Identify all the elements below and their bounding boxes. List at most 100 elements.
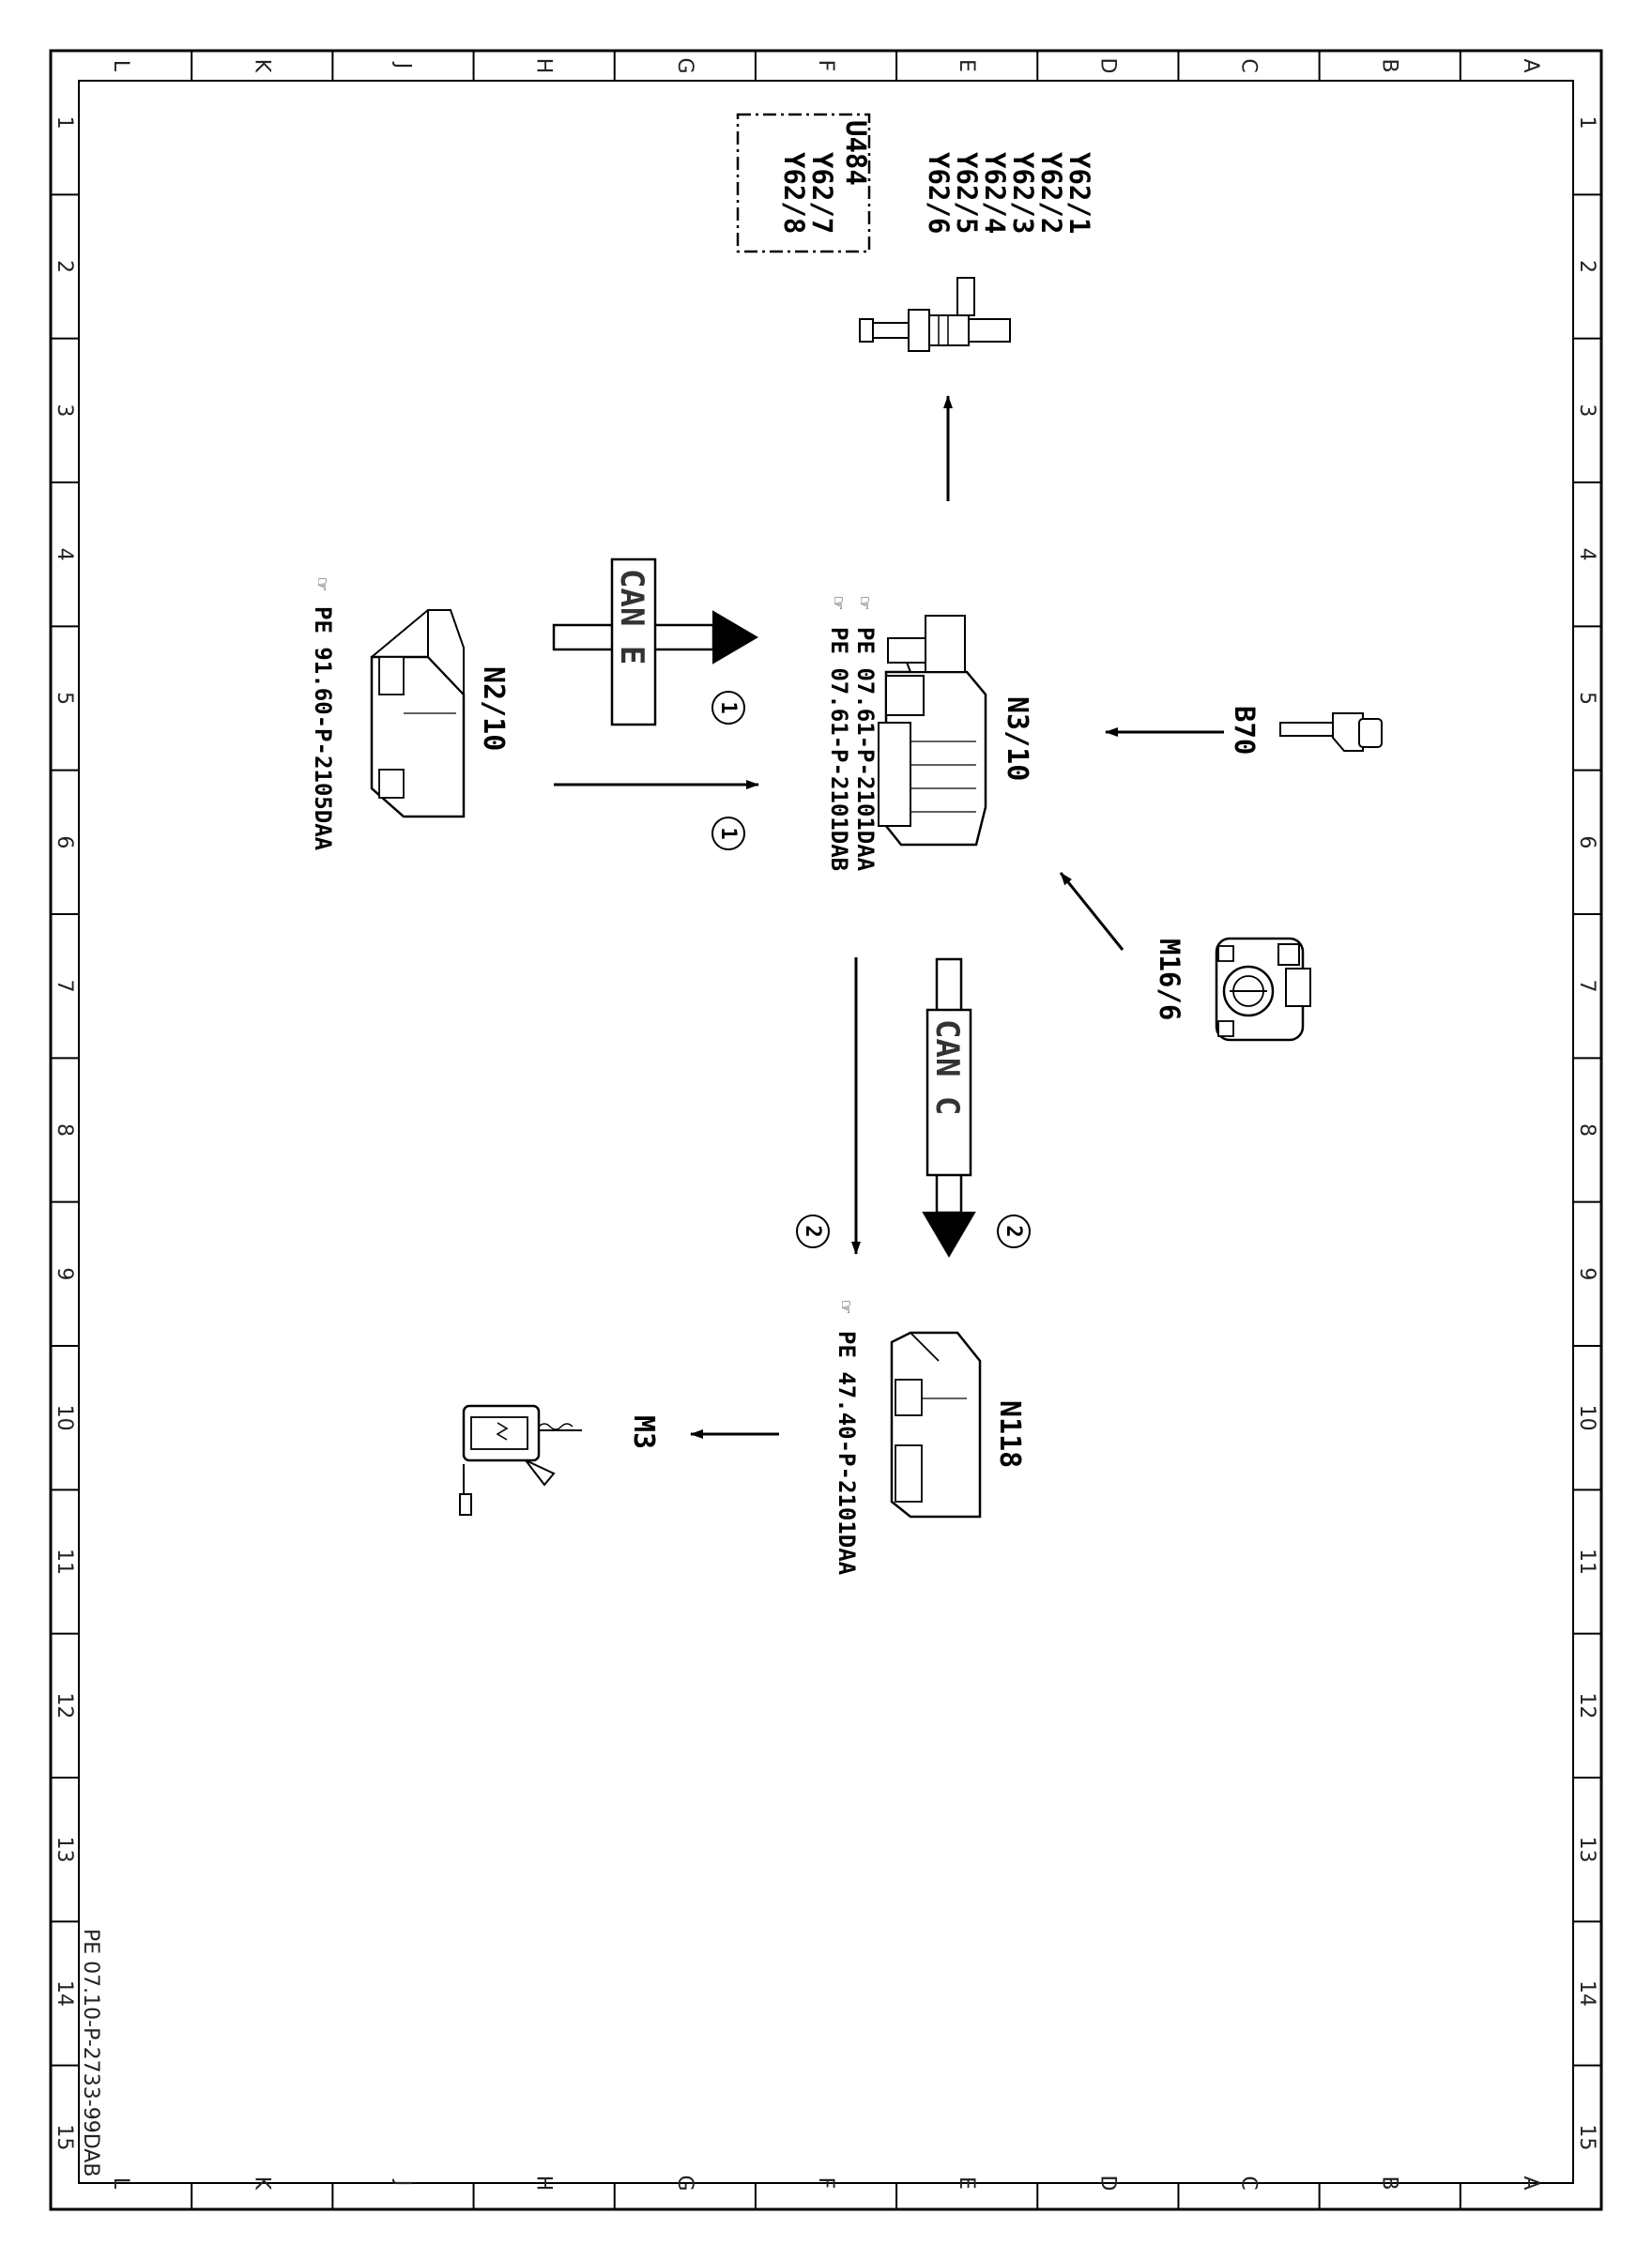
outer-frame (49, 49, 1603, 2211)
grid-number: 13 (53, 1837, 76, 1863)
svg-text:1: 1 (716, 827, 740, 839)
grid-number: 11 (1575, 1549, 1598, 1575)
svg-text:1: 1 (716, 701, 740, 713)
grid-number: 5 (53, 692, 76, 705)
can-e-marker: 1 (711, 691, 745, 725)
grid-letter: C (1237, 58, 1261, 72)
svg-text:Y62/7: Y62/7 (806, 152, 838, 234)
svg-text:PE 07.61-P-2101DAB: PE 07.61-P-2101DAB (826, 627, 852, 871)
grid-number: 3 (53, 404, 76, 417)
b70-sensor-icon (1279, 712, 1383, 752)
grid-number: 4 (53, 548, 76, 561)
m16-6-label: M16/6 (1154, 939, 1185, 1020)
can-e-label-box (610, 557, 657, 726)
grid-number: 3 (1575, 404, 1598, 417)
grid-number: 9 (53, 1267, 76, 1280)
manual-ref-icon: ☞ (826, 597, 849, 609)
grid-number: 15 (1575, 2124, 1598, 2150)
u484-boundary (736, 113, 871, 253)
injector-labels: Y62/1 Y62/2 Y62/3 Y62/4 Y62/5 Y62/6 (923, 152, 1095, 234)
grid-letter: G (673, 57, 696, 73)
manual-ref-icon: ☞ (310, 578, 333, 590)
manual-ref-icon: ☞ (852, 597, 876, 609)
svg-text:Y62/1: Y62/1 (1063, 152, 1095, 234)
svg-text:PE 07.61-P-2101DAA: PE 07.61-P-2101DAA (852, 627, 879, 872)
grid-number: 6 (1575, 835, 1598, 848)
svg-text:U484: U484 (840, 120, 872, 186)
grid-letter: F (814, 60, 837, 72)
grid-number: 1 (1575, 116, 1598, 130)
can-e-bus: CAN E (552, 557, 758, 726)
svg-text:PE 91.60-P-2105DAA: PE 91.60-P-2105DAA (310, 606, 336, 851)
grid-number: 6 (53, 835, 76, 848)
grid-number: 12 (1575, 1692, 1598, 1718)
manual-ref-icon: ☞ (834, 1301, 857, 1313)
grid-number: 7 (1575, 980, 1598, 993)
n2-10-label: N2/10 (477, 666, 510, 751)
grid-letter: C (1237, 2176, 1261, 2190)
grid-letter: H (532, 2176, 556, 2192)
grid-letter: E (955, 2176, 978, 2190)
u484-labels: U484 Y62/7 Y62/8 (778, 120, 872, 234)
arrow-m16-6-to-n3 (1059, 872, 1124, 951)
drawing-reference: PE 07.10-P-2733-99DAB (79, 1929, 102, 2176)
m16-6-throttle-actuator-icon (1215, 937, 1311, 1042)
n3-10-label: N3/10 (1001, 696, 1033, 781)
n118-label: N118 (993, 1400, 1026, 1468)
m3-fuel-pump-icon (459, 1404, 582, 1516)
grid-letter: L (109, 60, 132, 72)
can-c-label-box (925, 1008, 972, 1177)
n118-control-unit-icon (890, 1331, 982, 1519)
grid-letter: E (955, 59, 978, 72)
can-c-label: CAN C (928, 1019, 966, 1115)
grid-letter: G (673, 2175, 696, 2191)
grid-number: 8 (1575, 1123, 1598, 1137)
grid-letter: K (250, 2176, 273, 2191)
svg-text:Y62/8: Y62/8 (778, 152, 810, 234)
grid-number: 10 (53, 1405, 76, 1431)
svg-text:Y62/5: Y62/5 (951, 152, 983, 234)
can-c-bus: CAN C (922, 957, 976, 1258)
svg-text:Y62/2: Y62/2 (1035, 152, 1067, 234)
grid-letter: D (1095, 58, 1119, 74)
grid-number: 15 (53, 2124, 76, 2150)
n3-10-refs: ☞ PE 07.61-P-2101DAA ☞ PE 07.61-P-2101DA… (826, 597, 879, 872)
grid-number: 2 (1575, 260, 1598, 273)
grid-number: 7 (53, 980, 76, 993)
b70-label: B70 (1229, 706, 1261, 755)
grid-number: 8 (53, 1123, 76, 1137)
can-e-label: CAN E (613, 569, 650, 664)
signal-marker-2: 2 (796, 1214, 830, 1248)
grid-letter: F (814, 2177, 837, 2190)
n3-10-control-unit-icon (878, 615, 987, 847)
grid-letter: J (390, 2178, 414, 2187)
grid-letter: K (250, 59, 273, 73)
grid-number: 1 (53, 116, 76, 130)
inner-frame (78, 80, 1574, 2184)
grid-letter: D (1095, 2176, 1119, 2192)
svg-text:Y62/6: Y62/6 (923, 152, 955, 234)
grid-letter: J (390, 61, 414, 69)
grid-number: 9 (1575, 1267, 1598, 1280)
n118-refs: ☞ PE 47.40-P-2101DAA (834, 1301, 860, 1576)
n2-10-control-unit-icon (370, 609, 466, 818)
grid-letter: B (1378, 2176, 1401, 2190)
grid-number: 12 (53, 1692, 76, 1718)
grid-number: 2 (53, 260, 76, 273)
svg-text:2: 2 (1002, 1225, 1025, 1237)
grid-number: 11 (53, 1549, 76, 1575)
svg-text:PE 47.40-P-2101DAA: PE 47.40-P-2101DAA (834, 1331, 860, 1576)
grid-number: 5 (1575, 692, 1598, 705)
grid-number: 10 (1575, 1405, 1598, 1431)
svg-text:Y62/3: Y62/3 (1007, 152, 1039, 234)
m3-label: M3 (627, 1415, 660, 1449)
n2-10-refs: ☞ PE 91.60-P-2105DAA (310, 578, 336, 851)
grid-number: 14 (1575, 1980, 1598, 2007)
grid-letter: B (1378, 58, 1401, 72)
grid-letter: H (532, 58, 556, 74)
